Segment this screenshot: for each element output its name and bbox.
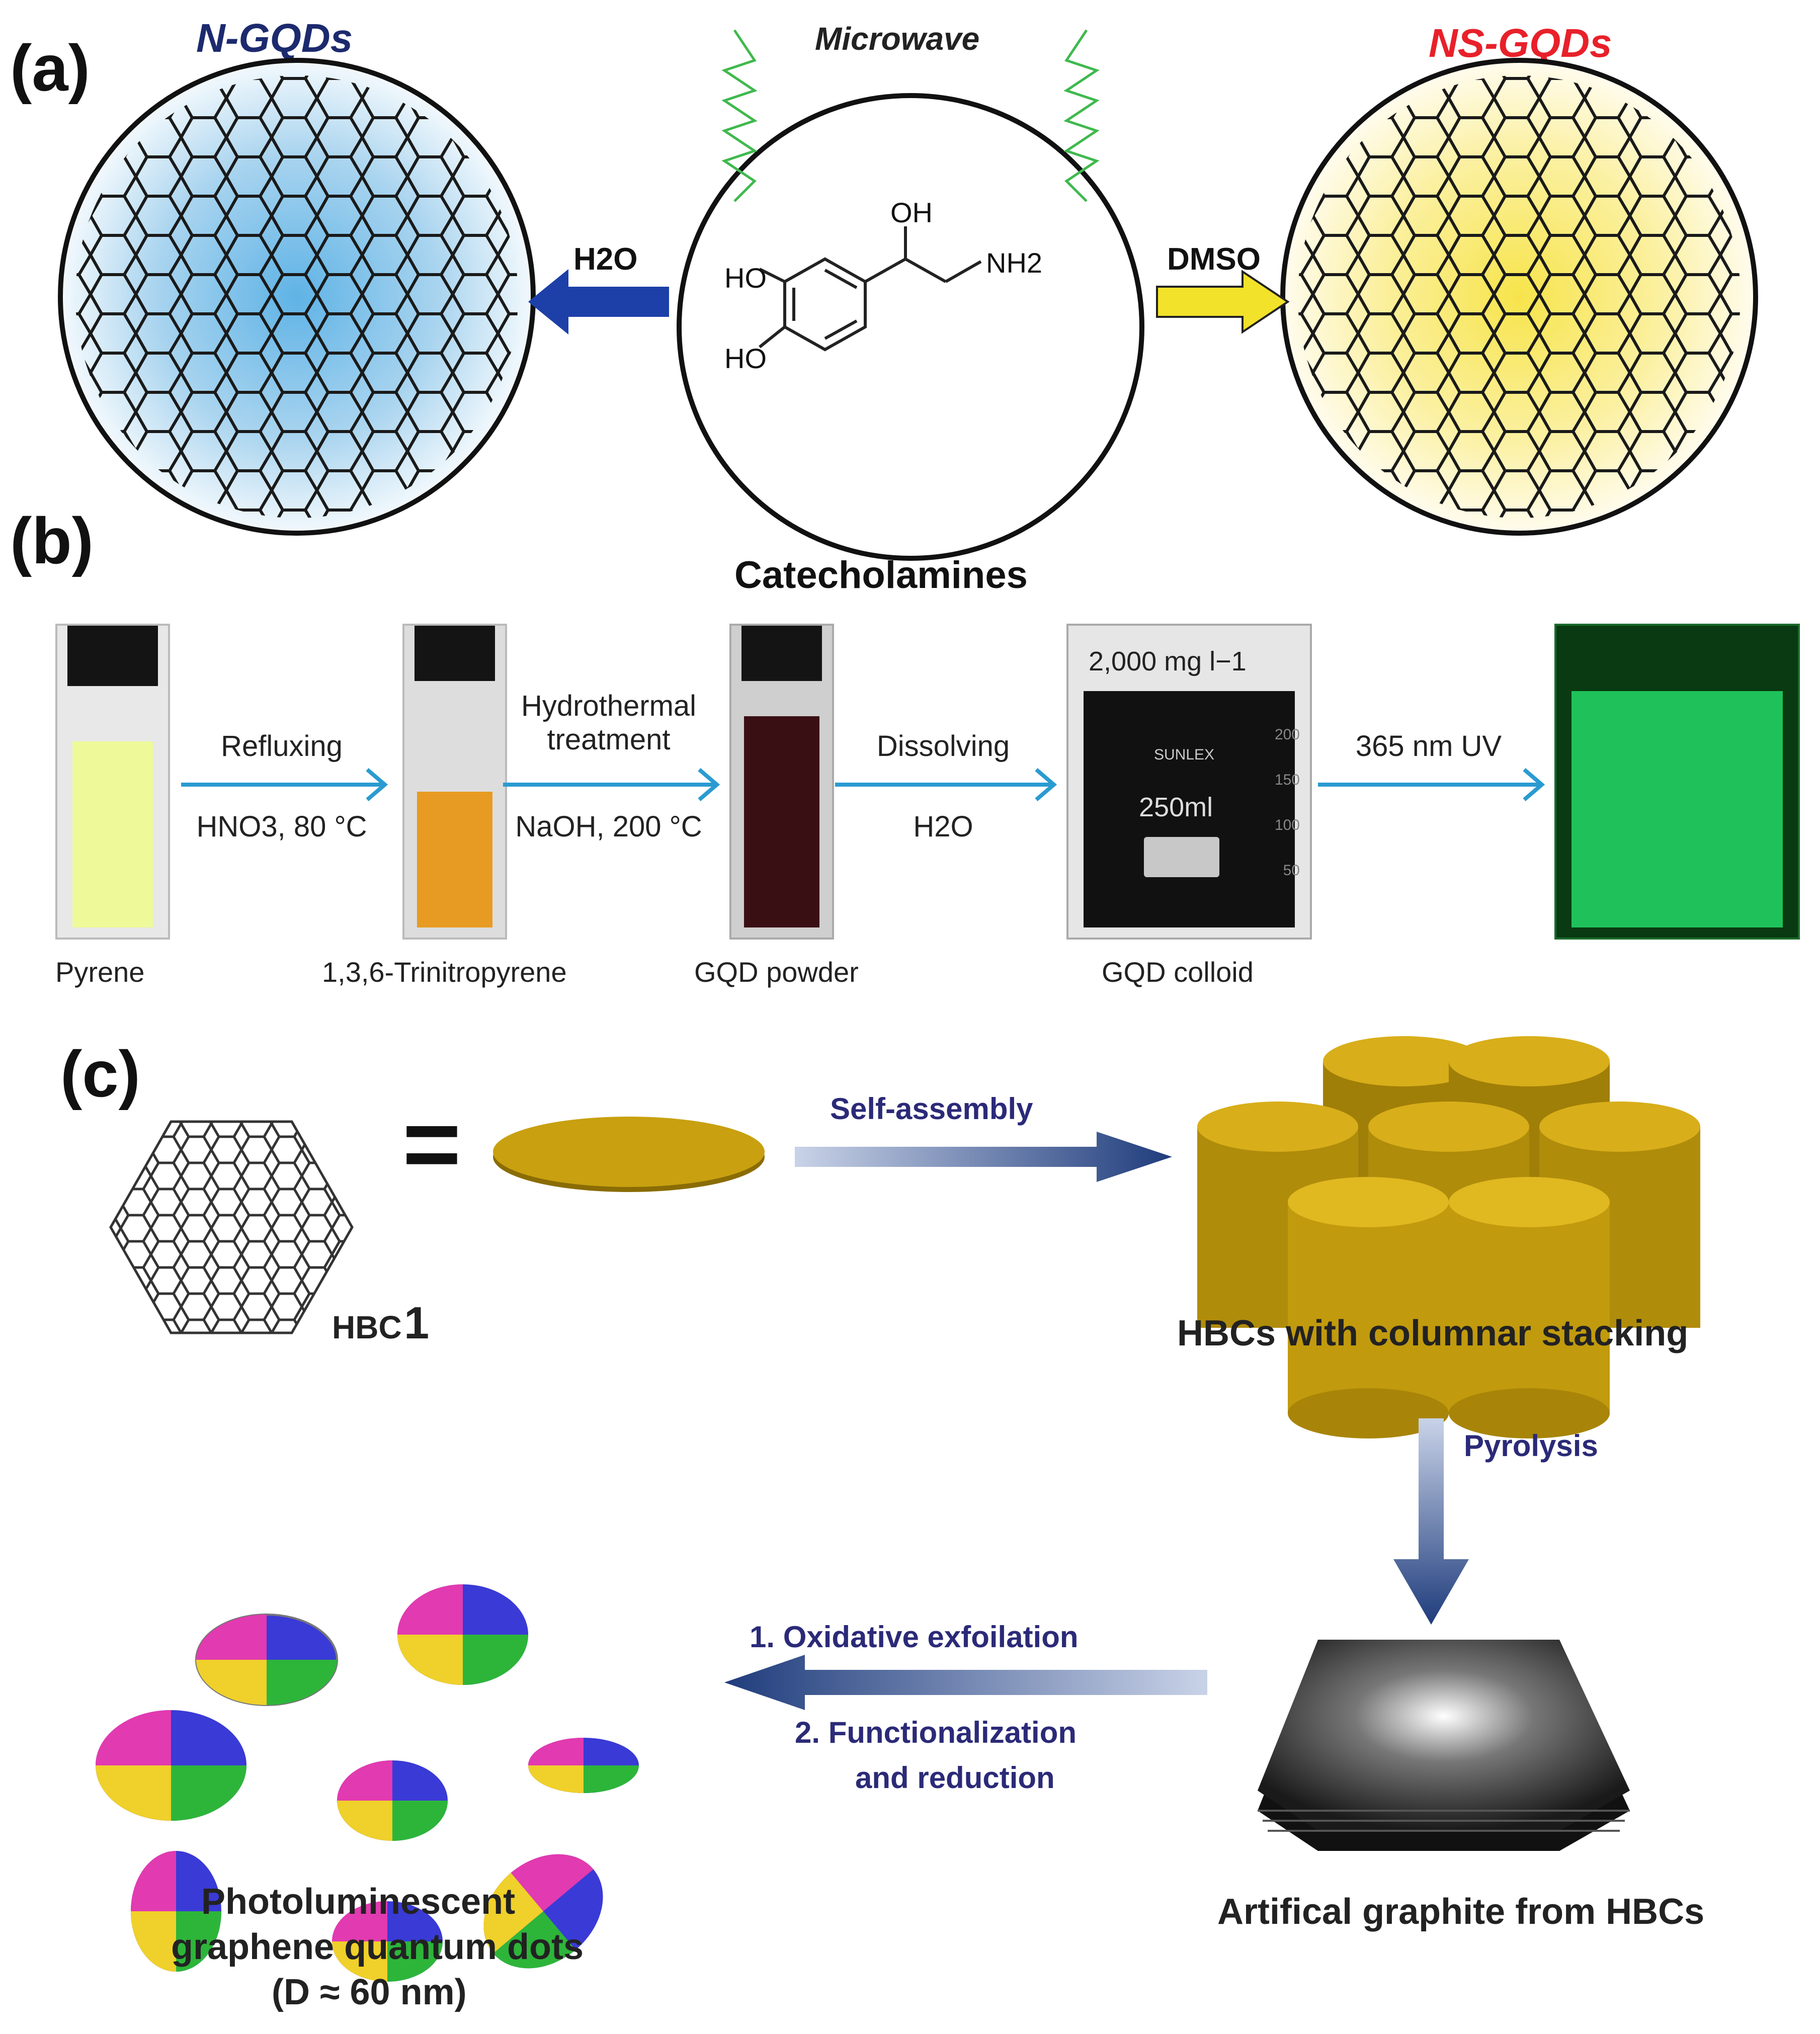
gqd-colloid-beaker: 2,000 mg l−1 SUNLEX 250ml 200 150 100 50	[1066, 624, 1312, 940]
microwave-label: Microwave	[815, 21, 980, 57]
dots-caption-2: graphene quantum dots	[171, 1927, 584, 1967]
step2-line1: 2. Functionalization	[795, 1716, 1077, 1749]
n-gqds-circle	[58, 58, 536, 536]
catecholamine-circle	[677, 29, 1144, 561]
dots-caption-1: Photoluminescent	[201, 1882, 516, 1922]
exfoliation-arrow	[724, 1655, 1207, 1710]
self-assembly-label: Self-assembly	[830, 1092, 1033, 1126]
self-assembly-arrow	[795, 1132, 1172, 1182]
artificial-graphite-stack	[1258, 1640, 1630, 1851]
gqd-powder-vial	[729, 624, 834, 940]
arrow2-bottom: NaOH, 200 °C	[515, 810, 702, 843]
gqd-powder-caption: GQD powder	[694, 956, 859, 988]
arrow2-top: Hydrothermal treatment	[521, 690, 697, 756]
catecholamines-caption: Catecholamines	[734, 554, 1028, 597]
step2-line2: and reduction	[855, 1761, 1055, 1795]
arrow3-top: Dissolving	[876, 730, 1010, 762]
dots-caption-3: (D ≈ 60 nm)	[272, 1972, 467, 2012]
catechol-ho-top: HO	[724, 262, 767, 294]
dmso-label: DMSO	[1167, 242, 1261, 277]
hbc-disc	[493, 1117, 765, 1192]
h2o-arrow	[528, 269, 669, 334]
hbc-molecule	[109, 1120, 354, 1334]
beaker-volume: 250ml	[1139, 792, 1213, 822]
columnar-stacks	[1197, 1036, 1700, 1438]
pyrolysis-arrow	[1393, 1418, 1469, 1625]
panel-a-graphic	[58, 29, 1758, 561]
arrow3-bottom: H2O	[913, 810, 973, 843]
hbc-name: HBC	[332, 1309, 402, 1345]
uv-glow-beaker	[1554, 624, 1800, 940]
ns-gqds-circle	[1280, 58, 1758, 536]
panel-label-c: (c)	[60, 1037, 140, 1111]
pyrolysis-label: Pyrolysis	[1464, 1429, 1598, 1463]
trinitropyrene-vial	[402, 624, 507, 940]
panel-c-graphic	[96, 1036, 1700, 1982]
n-gqds-title: N-GQDs	[196, 16, 353, 60]
hbc-label: HBC 1	[332, 1298, 429, 1349]
catechol-nh2: NH2	[986, 247, 1043, 279]
h2o-label: H2O	[573, 242, 638, 277]
gqd-colloid-caption: GQD colloid	[1102, 956, 1254, 988]
arrow1-bottom: HNO3, 80 °C	[196, 810, 367, 843]
beaker-concentration: 2,000 mg l−1	[1089, 646, 1247, 676]
arrow4-top: 365 nm UV	[1355, 730, 1502, 762]
arrow1-top: Refluxing	[221, 730, 343, 762]
trinitropyrene-caption: 1,3,6-Trinitropyrene	[322, 956, 567, 988]
pyrene-vial	[55, 624, 170, 940]
catechol-ho-bottom: HO	[724, 343, 767, 374]
beaker-brand: SUNLEX	[1154, 746, 1215, 763]
quantum-dots	[96, 1584, 639, 1982]
step1-label: 1. Oxidative exfoilation	[750, 1620, 1079, 1654]
pyrene-caption: Pyrene	[55, 956, 145, 988]
catechol-oh: OH	[890, 197, 933, 228]
panel-label-b: (b)	[10, 504, 94, 577]
panel-label-a: (a)	[10, 31, 90, 105]
equals-sign: =	[402, 1088, 461, 1200]
dmso-arrow	[1156, 270, 1290, 334]
stacking-caption: HBCs with columnar stacking	[1177, 1313, 1689, 1353]
panel-b-arrows	[181, 768, 1545, 802]
hbc-number: 1	[404, 1298, 430, 1348]
graphite-caption: Artifical graphite from HBCs	[1217, 1892, 1705, 1932]
